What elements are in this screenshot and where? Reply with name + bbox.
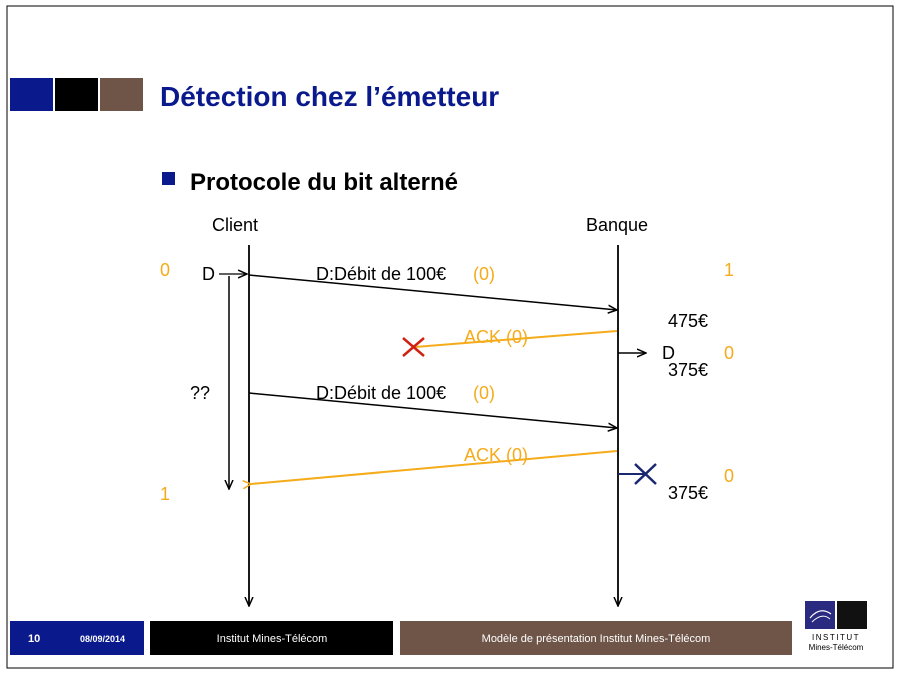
bank-seq-after-second: 0 (724, 466, 734, 486)
page-title: Détection chez l’émetteur (160, 81, 499, 112)
bullet-text: Protocole du bit alterné (190, 169, 458, 196)
message-1-arrow (248, 274, 617, 310)
footer-template-box (400, 621, 792, 655)
message-1-seq: (0) (473, 264, 495, 284)
client-label: Client (212, 215, 258, 235)
institut-logo: INSTITUT Mines-Télécom (805, 601, 867, 652)
logo-line1: INSTITUT (812, 633, 860, 642)
balance-before: 475€ (668, 311, 708, 331)
client-data-label: D (202, 264, 215, 284)
balance-after-first: 375€ (668, 360, 708, 380)
message-2-seq: (0) (473, 383, 495, 403)
ack-1-label: ACK (0) (464, 327, 528, 347)
lost-ack-cross-icon (402, 337, 425, 357)
bank-seq-start: 1 (724, 260, 734, 280)
footer-institution-box (150, 621, 393, 655)
message-2-arrow (248, 392, 617, 428)
page-number: 10 (28, 633, 40, 645)
client-seq-end: 1 (160, 484, 170, 504)
ack-2-label: ACK (0) (464, 445, 528, 465)
ack-1-line (414, 330, 618, 348)
footer-page-box (10, 621, 144, 655)
footer-institution: Institut Mines-Télécom (217, 633, 328, 645)
footer-date: 08/09/2014 (80, 634, 125, 644)
logo-line2: Mines-Télécom (809, 643, 864, 652)
discard-cross-icon (634, 463, 657, 485)
ack-2-arrow (251, 450, 618, 484)
bank-data-label: D (662, 343, 675, 363)
balance-after-second: 375€ (668, 483, 708, 503)
header-block-black (55, 78, 98, 111)
timeout-label: ?? (190, 383, 210, 403)
slide-border (6, 5, 894, 669)
message-2-label: D:Débit de 100€ (316, 383, 446, 403)
bank-label: Banque (586, 215, 648, 235)
header-block-navy (10, 78, 53, 111)
bank-seq-after-first: 0 (724, 343, 734, 363)
client-seq-start: 0 (160, 260, 170, 280)
bullet-square-icon (162, 172, 175, 185)
footer-template: Modèle de présentation Institut Mines-Té… (482, 633, 711, 645)
message-1-label: D:Débit de 100€ (316, 264, 446, 284)
header-block-brown (100, 78, 143, 111)
